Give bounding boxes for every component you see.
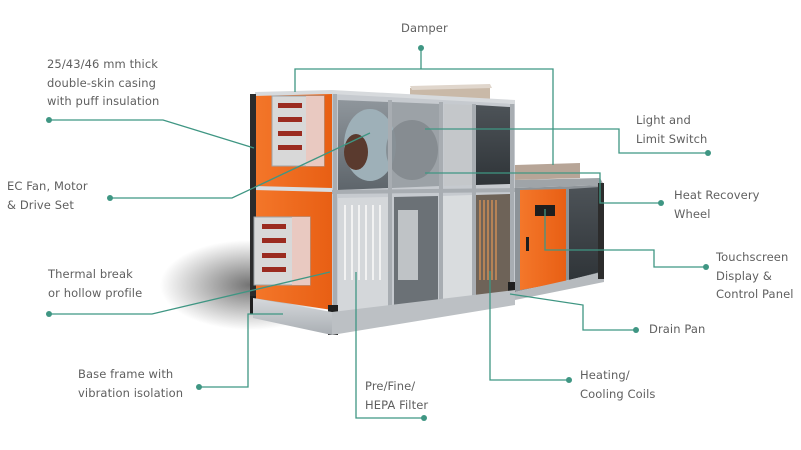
label-coils: Heating/ Cooling Coils: [580, 366, 655, 403]
dot-damper: [418, 45, 424, 51]
label-line: Limit Switch: [636, 131, 708, 146]
label-line: 25/43/46 mm thick: [47, 57, 159, 71]
dot-heat-recovery: [658, 200, 664, 206]
label-casing: 25/43/46 mm thick double-skin casing wit…: [47, 55, 159, 111]
connector-casing: [49, 119, 255, 149]
dot-coils: [566, 377, 572, 383]
label-line: Touchscreen: [716, 250, 789, 264]
label-line: Heating/: [580, 368, 630, 382]
label-thermal-break: Thermal break or hollow profile: [48, 265, 142, 302]
label-base-frame: Base frame with vibration isolation: [78, 365, 183, 402]
label-line: with puff insulation: [47, 94, 160, 108]
dot-light-switch: [705, 150, 711, 156]
connector-coils: [489, 271, 568, 381]
label-line: or hollow profile: [48, 285, 143, 300]
label-line: HEPA Filter: [365, 397, 429, 412]
connector-heat-recovery: [425, 172, 661, 204]
dot-filter: [421, 415, 427, 421]
label-touchscreen: Touchscreen Display & Control Panel: [716, 248, 794, 304]
label-line: Cooling Coils: [580, 386, 656, 401]
connector-filter: [355, 272, 424, 419]
air-handling-unit-illustration: [250, 84, 604, 335]
dot-drain-pan: [633, 327, 639, 333]
label-line: vibration isolation: [78, 385, 184, 400]
dot-touchscreen: [703, 264, 709, 270]
label-line: & Drive Set: [7, 197, 74, 212]
connector-ec-fan: [110, 132, 371, 199]
label-line: Damper: [401, 21, 448, 35]
label-damper: Damper: [401, 19, 448, 38]
label-line: Drain Pan: [649, 322, 706, 336]
dot-base-frame: [196, 384, 202, 390]
label-light-switch: Light and Limit Switch: [636, 111, 707, 148]
callout-connectors: [49, 49, 708, 419]
label-line: Pre/Fine/: [365, 379, 416, 393]
connector-base-frame: [198, 313, 283, 388]
connector-damper: [294, 68, 554, 165]
dot-ec-fan: [107, 195, 113, 201]
dot-thermal-break: [46, 311, 52, 317]
label-line: Thermal break: [48, 267, 133, 281]
label-line: EC Fan, Motor: [7, 179, 88, 193]
label-ec-fan: EC Fan, Motor & Drive Set: [7, 177, 88, 214]
label-line: Light and: [636, 113, 691, 127]
connector-light-switch: [425, 128, 708, 154]
connector-touchscreen: [544, 209, 705, 268]
label-drain-pan: Drain Pan: [649, 320, 705, 339]
label-line: Base frame with: [78, 367, 174, 381]
label-line: Heat Recovery: [674, 188, 760, 202]
dot-casing: [46, 117, 52, 123]
callout-dots: [46, 45, 711, 421]
label-line: Wheel: [674, 206, 711, 221]
label-line: Control Panel: [716, 287, 794, 301]
label-line: Display &: [716, 268, 772, 283]
label-heat-recovery: Heat Recovery Wheel: [674, 186, 760, 223]
label-line: double-skin casing: [47, 75, 157, 90]
label-filter: Pre/Fine/ HEPA Filter: [365, 377, 428, 414]
connector-drain-pan: [509, 293, 636, 331]
connector-thermal-break: [49, 271, 331, 315]
